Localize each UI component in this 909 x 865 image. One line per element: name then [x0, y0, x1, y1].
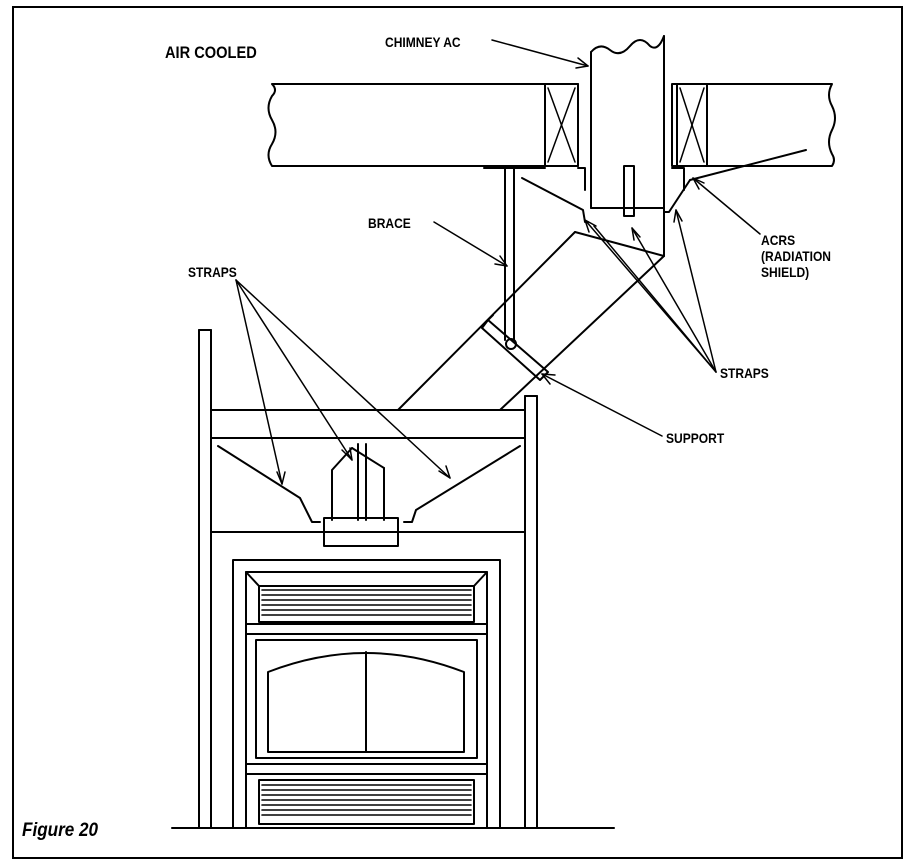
label-brace: BRACE — [368, 215, 411, 231]
elbow-pipe — [397, 231, 665, 411]
stove-insert — [232, 559, 501, 829]
label-support: SUPPORT — [666, 430, 725, 446]
ceiling-joist-left — [267, 83, 579, 167]
ceiling-joist-right — [671, 83, 836, 167]
label-acrs: ACRS (RADIATION SHIELD) — [761, 232, 832, 280]
figure-frame — [12, 6, 903, 859]
ceiling-strap-left — [521, 177, 589, 223]
radiation-shield — [483, 149, 807, 213]
upper-louvers — [261, 589, 472, 616]
label-chimney: CHIMNEY AC — [385, 34, 461, 50]
chimney-pipe — [590, 35, 665, 257]
brace-rod — [499, 165, 519, 350]
label-straps-right: STRAPS — [720, 365, 769, 381]
diagram-title: AIR COOLED — [165, 43, 257, 62]
figure-caption: Figure 20 — [22, 820, 99, 841]
lower-louvers — [261, 784, 472, 816]
leader-lines — [235, 39, 761, 485]
fireplace-frame — [198, 329, 538, 829]
collar-straps — [217, 443, 521, 547]
label-straps-left: STRAPS — [188, 264, 237, 280]
